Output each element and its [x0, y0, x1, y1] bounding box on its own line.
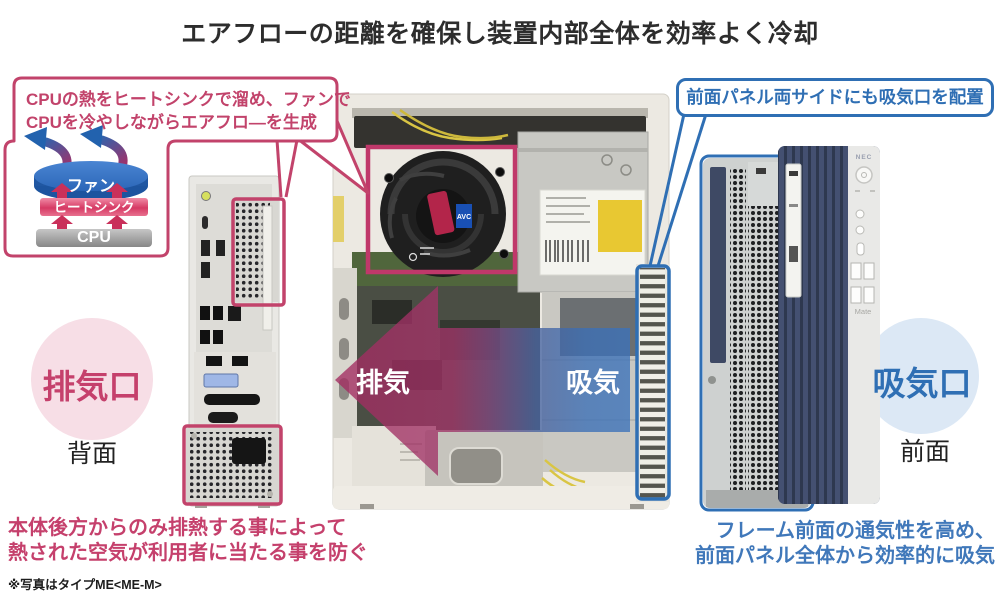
usb-port: [200, 306, 210, 320]
exhaust-note-line1: 本体後方からのみ排熱する事によって: [8, 517, 347, 539]
photo-footnote: ※写真はタイプME<ME-M>: [8, 578, 162, 592]
displayport: [216, 240, 225, 256]
brand-logo: NEC: [856, 154, 873, 161]
fan-sticker-red: [427, 190, 455, 236]
intake-vent-highlight: [635, 264, 671, 501]
rear-caption: 背面: [66, 440, 117, 468]
cpu-blower-fan: AVC: [380, 151, 509, 277]
exhaust-note-line2: 熱された空気が利用者に当たる事を防ぐ: [8, 542, 368, 564]
serial-port: [208, 412, 238, 423]
exhaust-arrow-label: 排気: [356, 368, 410, 398]
parallel-port: [204, 394, 260, 405]
bracket-hole: [449, 447, 503, 485]
hdmi-port: [201, 240, 210, 256]
exhaust-note: 本体後方からのみ排熱する事によって 熱された空気が利用者に当たる事を防ぐ: [8, 516, 368, 566]
front-panel-callout: 前面パネル両サイドにも吸気口を配置: [676, 78, 994, 117]
rear-vent-highlight: [231, 197, 286, 307]
model-label: Mate: [855, 307, 872, 316]
intake-note: フレーム前面の通気性を高め、 前面パネル全体から効率的に吸気: [695, 519, 995, 569]
barcode: [545, 240, 589, 262]
lan-port: [228, 306, 241, 321]
drive-label-yellow: [598, 200, 642, 252]
intake-note-line1: フレーム前面の通気性を高め、: [715, 520, 995, 542]
front-panel-photo: NEC Mate: [778, 146, 880, 504]
intake-port-badge: 吸気口: [872, 365, 972, 402]
cpu-callout-text: CPUの熱をヒートシンクで溜め、ファンで CPUを冷やしながらエアフロ―を生成: [26, 88, 351, 134]
exhaust-port-badge: 排気口: [42, 368, 142, 405]
front-usbc-port: [856, 242, 865, 256]
intake-badge-circle: [863, 318, 979, 434]
front-vent-slats: [640, 268, 665, 498]
psu-vent-highlight: [182, 424, 283, 506]
rear-view-photo: [182, 175, 286, 508]
page-title: エアフローの距離を確保し装置内部全体を効率よく冷却: [181, 20, 819, 48]
audio-jack: [201, 191, 211, 201]
front-callout-pointer-line: [648, 113, 686, 267]
fan-sticker-label: AVC: [457, 214, 471, 221]
cpu-callout-line2: CPUを冷やしながらエアフロ―を生成: [26, 113, 317, 132]
heat-arrow-up: [51, 183, 73, 199]
mic-jack: [855, 225, 865, 235]
cpu-label: CPU: [77, 229, 111, 246]
cpu-callout-line1: CPUの熱をヒートシンクで溜め、ファンで: [26, 90, 351, 109]
headphone-jack: [855, 209, 865, 219]
front-caption: 前面: [899, 438, 950, 466]
intake-arrow-label: 吸気: [566, 368, 620, 398]
power-inlet: [232, 438, 266, 464]
cpu-callout-pointer-line: [275, 139, 283, 198]
cpu-bar: [36, 229, 152, 247]
power-button: [855, 166, 873, 184]
intake-note-line2: 前面パネル全体から効率的に吸気: [695, 545, 995, 567]
heatsink-bar: [40, 198, 148, 216]
exhaust-badge-circle: [31, 318, 153, 440]
heatsink-label: ヒートシンク: [53, 200, 135, 215]
fan-highlight: [365, 144, 518, 275]
optical-drive: [517, 131, 649, 293]
open-case-photo: AVC: [332, 93, 670, 510]
fan-label: ファン: [66, 178, 115, 195]
optical-slot: [785, 163, 802, 298]
vga-connector: [203, 373, 239, 388]
front-usb-port: [850, 262, 862, 280]
fan-sticker-blue: [456, 204, 472, 228]
cpu-cooling-diagram: [24, 125, 152, 247]
airflow-arrow: [335, 286, 630, 476]
cable-yellow: [391, 110, 503, 142]
usbc-port: [202, 216, 208, 229]
